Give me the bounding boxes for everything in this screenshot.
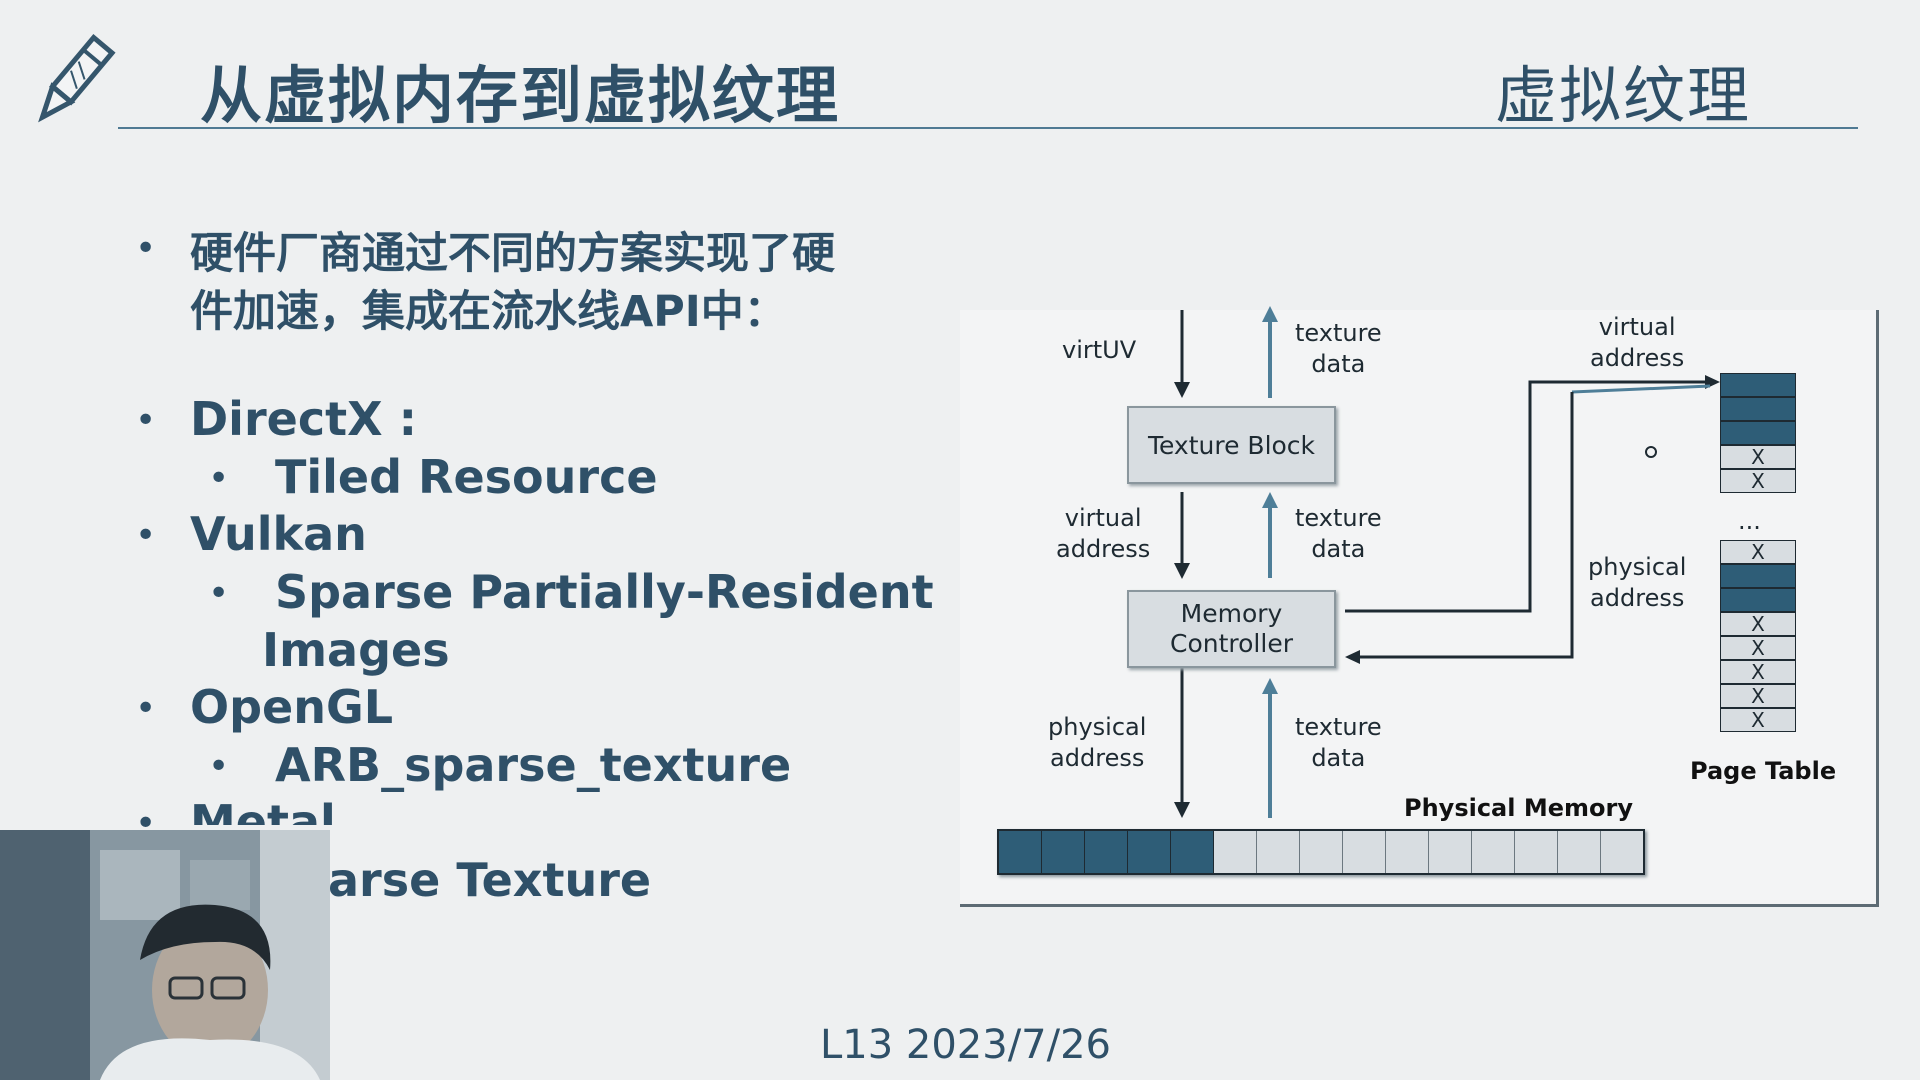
memory-controller-box: Memory Controller [1127,590,1336,668]
feature-sparse-line1: Sparse Partially-Resident [275,565,934,619]
texture-data-label-top: texture data [1295,318,1382,380]
page-entry-filled [1720,373,1796,397]
arrow-from-page-table [1358,392,1574,659]
arrowhead [1262,492,1278,508]
arrowhead [1262,678,1278,694]
memory-page-empty [1300,831,1343,873]
page-entry-unmapped: X [1720,469,1796,493]
memory-page-filled [1171,831,1214,873]
memory-page-empty [1214,831,1257,873]
api-directx: DirectX : [190,392,417,446]
api-metal: Metal [190,795,336,825]
api-vulkan: Vulkan [190,507,367,561]
connector-line [1571,384,1711,394]
label-line: data [1311,744,1366,772]
page-entry-unmapped: X [1720,660,1796,684]
memory-page-filled [1128,831,1171,873]
bullet-dot: • [135,400,157,441]
virtual-address-label-right: virtual address [1590,312,1684,374]
texture-data-label-mid: texture data [1295,503,1382,565]
memory-page-empty [1558,831,1601,873]
pencil-icon [38,33,116,123]
memory-page-filled [1085,831,1128,873]
feature-tiled-resource: Tiled Resource [275,450,658,504]
intro-line: 件加速，集成在流水线API中： [190,287,787,337]
memory-page-empty [1429,831,1472,873]
texture-data-label-bottom: texture data [1295,712,1382,774]
arrowhead [1174,802,1190,818]
memory-page-empty [1472,831,1515,873]
arrowhead [1262,306,1278,322]
memory-page-empty [1343,831,1386,873]
page-entry-unmapped: X [1720,636,1796,660]
page-entry-unmapped: X [1720,445,1796,469]
page-entry-unmapped: X [1720,612,1796,636]
physical-memory-bar [997,829,1645,875]
virtual-address-label: virtual address [1056,503,1150,565]
label-line: texture [1295,504,1382,532]
sub-bullet-dot: • [208,746,230,787]
page-entry-filled [1720,564,1796,588]
arrow-to-page-table [1345,380,1705,613]
arrowhead [1345,650,1360,664]
arrowhead [1174,563,1190,579]
label-line: physical [1048,713,1147,741]
sub-bullet-dot: • [208,573,230,614]
page-entry-filled [1720,588,1796,612]
page-table-ellipsis: ... [1738,507,1761,535]
label-line: texture [1295,319,1382,347]
title-divider [118,127,1858,129]
label-line: address [1590,344,1685,372]
presenter-webcam [0,830,330,1080]
page-entry-unmapped: X [1720,540,1796,564]
texture-block-box: Texture Block [1127,406,1336,484]
label-line: address [1050,744,1145,772]
memory-controller-line: Memory [1180,599,1283,628]
sub-bullet-dot: • [208,458,230,499]
slide-footer: L13 2023/7/26 [820,1022,1111,1068]
label-line: address [1590,584,1685,612]
slide-title: 从虚拟内存到虚拟纹理 [200,59,841,132]
feature-sparse-line2: Images [262,623,450,677]
page-table-bottom: X X X X X X [1720,540,1796,732]
cursor-icon [1645,446,1657,458]
page-entry-unmapped: X [1720,708,1796,732]
page-entry-filled [1720,421,1796,445]
label-line: virtual [1064,504,1142,532]
page-entry-unmapped: X [1720,684,1796,708]
memory-page-filled [999,831,1042,873]
bullet-dot: • [135,228,157,269]
memory-page-filled [1042,831,1085,873]
memory-page-empty [1386,831,1429,873]
arrowhead [1174,382,1190,398]
label-line: data [1311,535,1366,563]
physical-address-label-bottom: physical address [1048,712,1146,774]
page-table-top: X X [1720,373,1796,493]
api-opengl: OpenGL [190,680,394,734]
virtuv-label: virtUV [1062,336,1137,364]
physical-address-label-right: physical address [1588,552,1686,614]
feature-sparse-texture: arse Texture [328,853,652,907]
label-line: virtual [1598,313,1676,341]
bullet-dot: • [135,515,157,556]
feature-arb-sparse: ARB_sparse_texture [275,738,792,792]
memory-page-empty [1515,831,1558,873]
page-table-label: Page Table [1690,757,1837,785]
intro-text: 硬件厂商通过不同的方案实现了硬 件加速，集成在流水线API中： [190,225,835,341]
label-line: texture [1295,713,1382,741]
physical-memory-label: Physical Memory [1404,794,1633,822]
presenter-video-icon [0,830,330,1080]
memory-page-empty [1601,831,1643,873]
section-title: 虚拟纹理 [1495,59,1752,132]
memory-controller-line: Controller [1170,629,1293,658]
label-line: data [1311,350,1366,378]
memory-page-empty [1257,831,1300,873]
page-entry-filled [1720,397,1796,421]
intro-line: 硬件厂商通过不同的方案实现了硬 [190,229,835,279]
bullet-dot: • [135,688,157,729]
label-line: physical [1588,553,1687,581]
label-line: address [1056,535,1151,563]
